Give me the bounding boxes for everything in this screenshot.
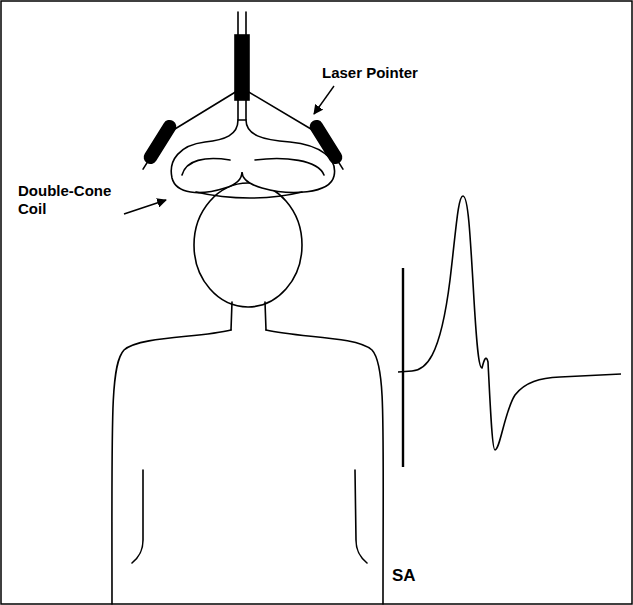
callout-label: Double-Cone Coil [18, 182, 122, 218]
double-cone-coil [138, 12, 348, 198]
callout-label: Laser Pointer [322, 64, 418, 82]
leader-arrow [124, 86, 334, 214]
person-outline [112, 183, 383, 604]
mep-waveform [398, 196, 621, 467]
signal-label: SA [392, 566, 416, 586]
